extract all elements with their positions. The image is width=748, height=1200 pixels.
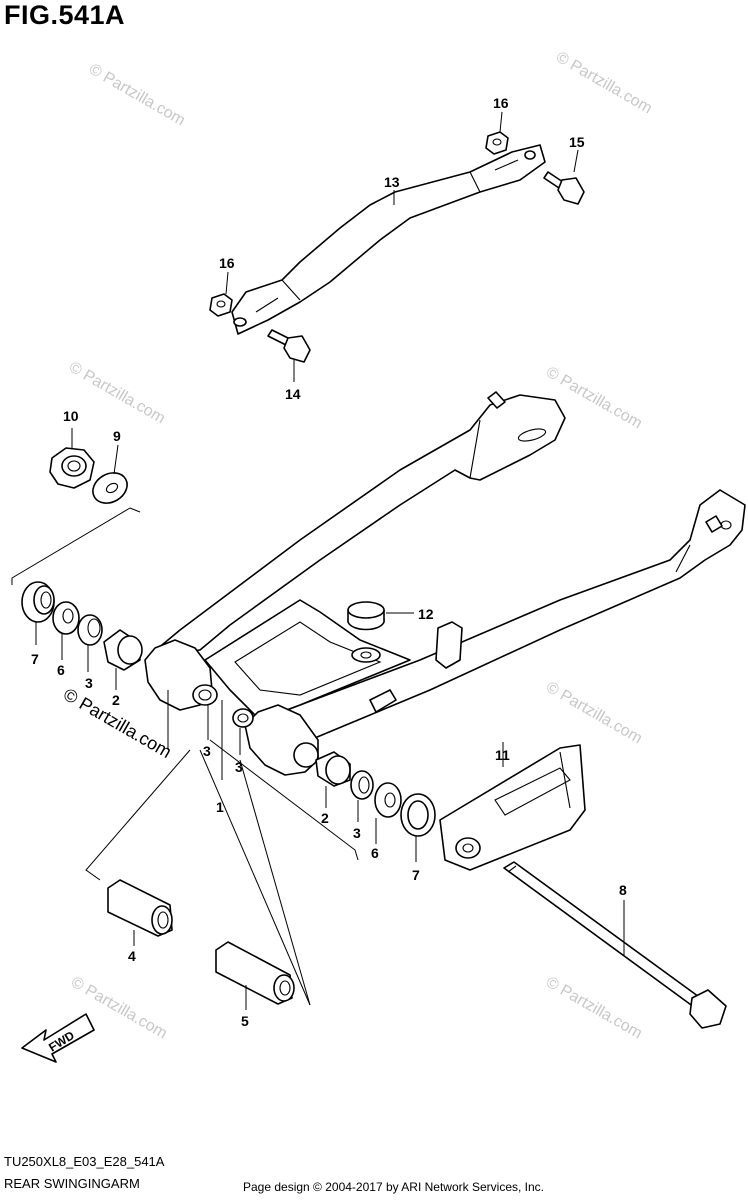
callout-9: 9: [113, 428, 121, 444]
callout-3-mid-left: 3: [203, 743, 211, 759]
callout-16-lower: 16: [219, 255, 235, 271]
callout-6-right: 6: [371, 845, 379, 861]
part-2-bushing-right: [315, 751, 351, 787]
callout-16-upper: 16: [493, 95, 509, 111]
part-3-bearing-left: [77, 614, 103, 646]
part-7-seal-right: [400, 793, 436, 837]
figure-name: REAR SWINGINGARM: [4, 1176, 140, 1191]
part-6-washer-right: [374, 782, 402, 818]
callout-7-left: 7: [31, 651, 39, 667]
part-16-nut-upper: [485, 131, 509, 155]
part-1-swingarm: [144, 391, 746, 776]
figure-title: FIG.541A: [4, 0, 126, 30]
callout-6-left: 6: [57, 662, 65, 678]
part-11-chain-buffer: [439, 744, 586, 871]
callout-3-right: 3: [353, 825, 361, 841]
callout-13: 13: [384, 174, 400, 190]
copyright-credit: Page design © 2004-2017 by ARI Network S…: [243, 1180, 545, 1194]
part-12-cushion: [347, 601, 385, 663]
part-16-nut-lower: [209, 293, 233, 317]
part-14-bolt: [267, 329, 311, 363]
part-6-washer-left: [52, 601, 80, 635]
fwd-arrow-icon: FWD: [21, 1013, 95, 1063]
watermark: © Partzilla.com: [543, 974, 645, 1043]
callout-4: 4: [128, 948, 136, 964]
part-10-nut: [49, 447, 95, 489]
callout-15: 15: [569, 134, 585, 150]
callout-14: 14: [285, 386, 301, 402]
part-2-bushing-left: [103, 629, 143, 671]
part-8-pivot-shaft: [503, 861, 727, 1029]
callout-2-right: 2: [321, 810, 329, 826]
assembly-lines: [11, 507, 359, 1006]
part-9-washer: [92, 472, 128, 504]
callouts: 10 9 7 6 3 2 3 3 1 2 3 6 7 11 12 8 4 5 1…: [31, 95, 627, 1029]
part-3-bearing-right: [350, 770, 374, 800]
callout-7-right: 7: [412, 867, 420, 883]
callout-12: 12: [418, 606, 434, 622]
watermark: © Partzilla.com: [86, 61, 188, 130]
callout-3-mid-right: 3: [235, 759, 243, 775]
callout-3-left: 3: [85, 675, 93, 691]
part-15-bolt: [543, 171, 585, 205]
callout-11: 11: [495, 747, 510, 763]
part-4-collar: [107, 879, 173, 937]
figure-code: TU250XL8_E03_E28_541A: [4, 1154, 165, 1169]
callout-1: 1: [216, 799, 224, 815]
part-7-seal-left: [21, 581, 55, 623]
part-13-brace: [231, 144, 546, 335]
watermark: © Partzilla.com: [553, 49, 655, 118]
watermark: © Partzilla.com: [66, 359, 168, 428]
callout-8: 8: [619, 882, 627, 898]
callout-10: 10: [63, 408, 79, 424]
callout-2-left: 2: [112, 692, 120, 708]
callout-5: 5: [241, 1013, 249, 1029]
watermark: © Partzilla.com: [543, 679, 645, 748]
leader-lines: [35, 111, 625, 1010]
part-5-collar: [215, 941, 295, 1005]
